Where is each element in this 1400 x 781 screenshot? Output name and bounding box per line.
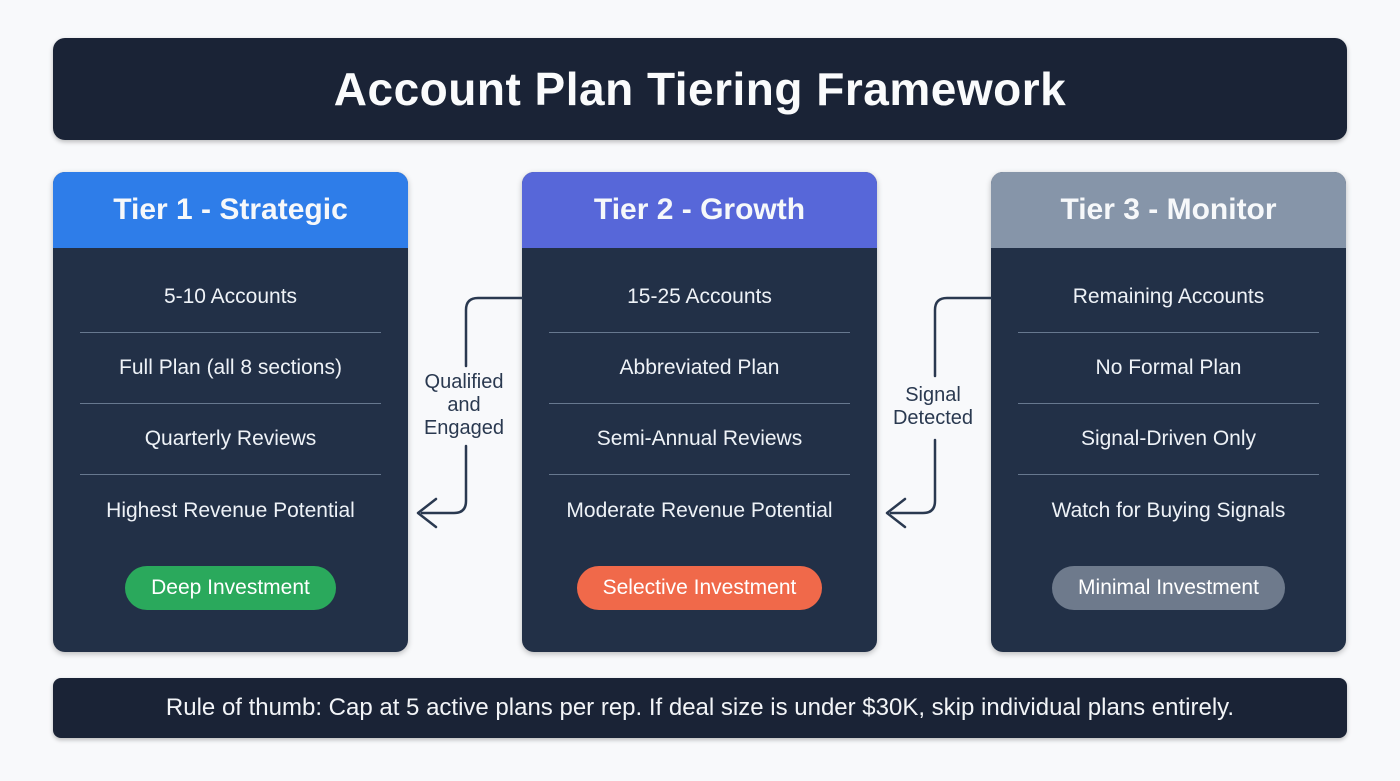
- tier2-title: Tier 2 - Growth: [593, 193, 806, 226]
- tier3-header: Tier 3 - Monitor: [991, 172, 1346, 248]
- tier3-item-accounts: Remaining Accounts: [1018, 262, 1319, 333]
- tier3-item-reviews: Signal-Driven Only: [1018, 404, 1319, 475]
- tier3-title: Tier 3 - Monitor: [1060, 193, 1277, 226]
- tier-card-growth: Tier 2 - Growth 15-25 Accounts Abbreviat…: [522, 172, 877, 652]
- tier1-item-reviews: Quarterly Reviews: [80, 404, 381, 475]
- tier2-item-revenue: Moderate Revenue Potential: [566, 498, 833, 522]
- elbow-line-top: [464, 296, 524, 368]
- connector-arrow-tier3-to-tier2: [885, 296, 993, 529]
- elbow-line-bottom: [420, 444, 468, 515]
- connector-arrow-tier2-to-tier1: [416, 296, 524, 529]
- tier2-header: Tier 2 - Growth: [522, 172, 877, 248]
- tier1-item-revenue: Highest Revenue Potential: [106, 498, 355, 522]
- tier1-badge-row: Deep Investment: [80, 566, 381, 610]
- tier2-item-reviews: Semi-Annual Reviews: [549, 404, 850, 475]
- title-banner: Account Plan Tiering Framework: [53, 38, 1347, 140]
- footer-note: Rule of thumb: Cap at 5 active plans per…: [165, 694, 1235, 721]
- elbow-line-bottom: [889, 438, 937, 515]
- tier3-item-revenue: Watch for Buying Signals: [1051, 498, 1286, 522]
- tier1-header: Tier 1 - Strategic: [53, 172, 408, 248]
- tier1-title: Tier 1 - Strategic: [113, 193, 348, 226]
- tier3-body: Remaining Accounts No Formal Plan Signal…: [991, 248, 1346, 610]
- tier2-badge-row: Selective Investment: [549, 566, 850, 610]
- connector-label-signal: Signal Detected: [892, 384, 974, 429]
- tier1-item-plan: Full Plan (all 8 sections): [80, 333, 381, 404]
- tier2-item-plan: Abbreviated Plan: [549, 333, 850, 404]
- tier2-item-accounts: 15-25 Accounts: [549, 262, 850, 333]
- tier3-badge-row: Minimal Investment: [1018, 566, 1319, 610]
- arrow-left-icon: [885, 497, 907, 529]
- tier3-investment-badge: Minimal Investment: [1052, 566, 1285, 610]
- tier1-body: 5-10 Accounts Full Plan (all 8 sections)…: [53, 248, 408, 610]
- arrow-left-icon: [416, 497, 438, 529]
- tier2-body: 15-25 Accounts Abbreviated Plan Semi-Ann…: [522, 248, 877, 610]
- page-title: Account Plan Tiering Framework: [333, 63, 1067, 115]
- tier1-item-accounts: 5-10 Accounts: [80, 262, 381, 333]
- tier-card-monitor: Tier 3 - Monitor Remaining Accounts No F…: [991, 172, 1346, 652]
- connector-label-qualified: Qualified and Engaged: [423, 371, 505, 439]
- footer-note-bar: Rule of thumb: Cap at 5 active plans per…: [53, 678, 1347, 738]
- tier2-investment-badge: Selective Investment: [576, 566, 823, 610]
- elbow-line-top: [933, 296, 993, 378]
- tier-card-strategic: Tier 1 - Strategic 5-10 Accounts Full Pl…: [53, 172, 408, 652]
- tier1-investment-badge: Deep Investment: [125, 566, 336, 610]
- tier3-item-plan: No Formal Plan: [1018, 333, 1319, 404]
